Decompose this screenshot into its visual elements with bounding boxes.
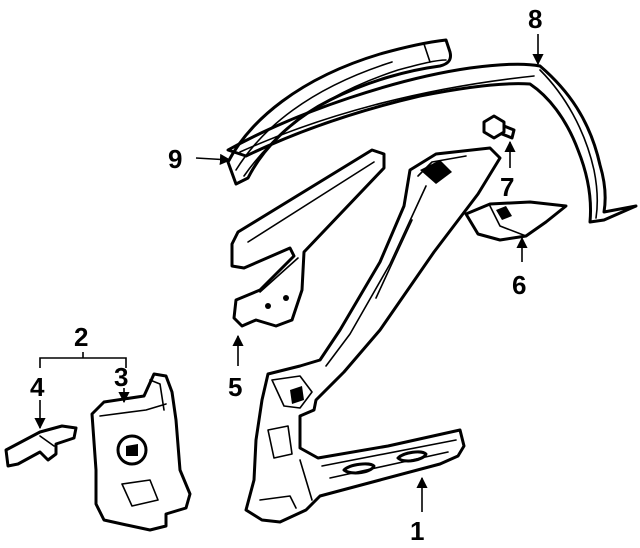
- part-3-lower-panel: [90, 372, 192, 532]
- callout-8: 8: [528, 4, 542, 34]
- callout-5: 5: [228, 372, 242, 402]
- part-6-bracket: [464, 200, 568, 242]
- callout-7: 7: [500, 172, 514, 202]
- callout-9: 9: [168, 144, 182, 174]
- callout-1: 1: [410, 516, 424, 546]
- part-1-pillar-assembly: [244, 146, 502, 524]
- callout-3: 3: [114, 362, 128, 392]
- group-bracket-2: [39, 352, 127, 368]
- part-5-reinforcement: [230, 148, 386, 328]
- callout-6: 6: [512, 270, 526, 300]
- part-4-small-bracket: [4, 424, 78, 468]
- part-8-roof-rail: [226, 62, 638, 224]
- callout-4: 4: [30, 372, 45, 402]
- leader-lines: [34, 34, 544, 512]
- part-7-bolt: [482, 114, 516, 140]
- part-9-inner-rail: [226, 38, 452, 186]
- callout-2: 2: [74, 322, 88, 352]
